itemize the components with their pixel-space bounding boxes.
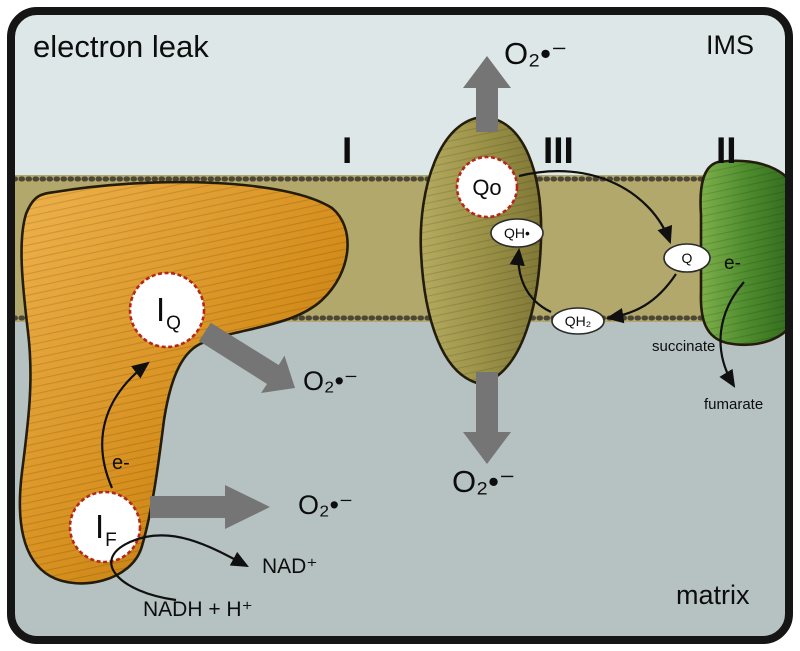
site-qo-circle	[455, 155, 519, 219]
complex-3-numeral: III	[543, 130, 574, 171]
superoxide-if-label: O₂•⁻	[298, 490, 353, 520]
complex-2-texture	[700, 160, 789, 345]
nadh-label: NADH + H⁺	[143, 598, 253, 621]
diagram-title: electron leak	[33, 29, 209, 64]
matrix-label: matrix	[676, 580, 750, 610]
ims-label: IMS	[706, 30, 754, 60]
succinate-label: succinate	[652, 338, 715, 355]
q-to-qh2-arrow	[605, 273, 677, 324]
qo-to-q-arrow	[518, 170, 673, 245]
fumarate-label: fumarate	[704, 396, 763, 413]
site-if-circle	[68, 490, 142, 564]
site-iq-circle	[128, 271, 206, 349]
superoxide-bottom-label: O₂•⁻	[452, 464, 515, 499]
superoxide-arrow-iq-icon	[199, 322, 295, 393]
site-qo-label: Qo	[472, 175, 501, 200]
complex-1-numeral: I	[342, 130, 352, 171]
superoxide-arrow-up-icon	[463, 56, 511, 132]
complex-2-electron-label: e-	[724, 253, 741, 274]
qh-radical-label: QH•	[504, 225, 530, 241]
panel-border	[7, 7, 793, 644]
superoxide-arrow-if-icon	[150, 485, 270, 529]
superoxide-iq-label: O₂•⁻	[303, 366, 358, 396]
qh2-to-qh-radical-arrow	[509, 247, 552, 313]
qh2-oval	[551, 307, 605, 335]
complex-1-texture	[19, 182, 348, 584]
nadh-to-nad-arrow	[110, 534, 249, 602]
site-iq-label: IQ	[156, 291, 181, 334]
electron-flow-if-to-iq-arrow	[101, 361, 150, 489]
succinate-to-fumarate-arrow	[719, 281, 745, 388]
site-if-label: IF	[95, 508, 117, 551]
complex-1-electron-label: e-	[112, 452, 130, 474]
superoxide-arrow-down-icon	[463, 372, 511, 464]
superoxide-top-label: O₂•⁻	[504, 36, 567, 71]
qh2-label: QH₂	[565, 313, 591, 329]
q-label: Q	[682, 250, 693, 266]
qh-radical-oval	[490, 218, 544, 248]
q-oval	[663, 243, 711, 273]
nad-label: NAD⁺	[262, 555, 317, 578]
complex-2-numeral: II	[716, 130, 737, 171]
